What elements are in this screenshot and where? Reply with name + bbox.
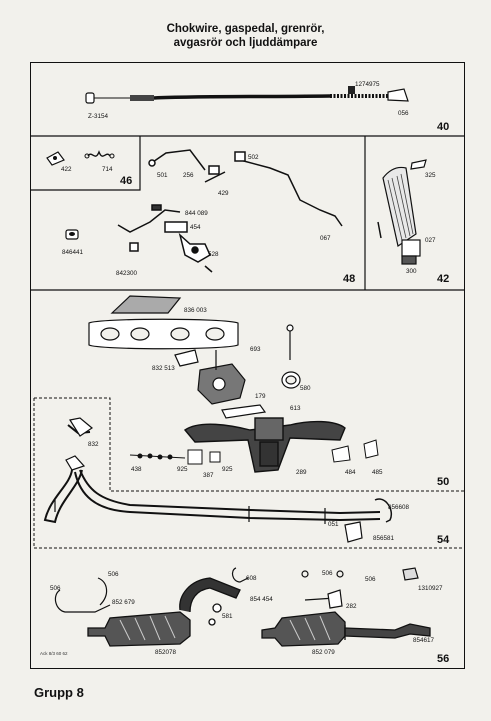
label-854454: 854 454 xyxy=(250,596,273,603)
clip-part-422 xyxy=(46,151,65,166)
label-836003: 836 003 xyxy=(184,307,207,314)
front-muffler xyxy=(87,577,241,647)
label-832: 832 xyxy=(88,441,99,448)
section-56: 56 xyxy=(437,653,449,665)
label-387: 387 xyxy=(203,472,214,479)
label-844089: 844 089 xyxy=(185,210,208,217)
label-179: 179 xyxy=(255,393,266,400)
label-501: 501 xyxy=(157,172,168,179)
exhaust-pipe xyxy=(43,417,392,543)
label-027: 027 xyxy=(425,237,436,244)
label-693: 693 xyxy=(250,346,261,353)
heat-riser-chain xyxy=(129,439,379,465)
section-40: 40 xyxy=(437,121,449,133)
label-422: 422 xyxy=(61,166,72,173)
section-50: 50 xyxy=(437,476,449,488)
page-title: Chokwire, gaspedal, grenrör, avgasrör oc… xyxy=(0,22,491,50)
label-856581: 856581 xyxy=(373,535,395,542)
title-line-2: avgasrör och ljuddämpare xyxy=(173,37,318,49)
label-1274975: 1274975 xyxy=(355,81,380,88)
label-856608: 856608 xyxy=(388,504,410,511)
section-48: 48 xyxy=(343,273,355,285)
label-842300: 842300 xyxy=(116,270,138,277)
label-608: 608 xyxy=(246,575,257,582)
label-1310927: 1310927 xyxy=(418,585,443,592)
label-485: 485 xyxy=(372,469,383,476)
label-714: 714 xyxy=(102,166,113,173)
label-282: 282 xyxy=(346,603,357,610)
hanger-straps xyxy=(54,567,419,613)
diagram-frame xyxy=(30,62,465,669)
label-581: 581 xyxy=(222,613,233,620)
label-z3154: Z-3154 xyxy=(88,113,108,120)
part-labels: 1274975 Z-3154 056 422 714 501 256 502 4… xyxy=(50,81,443,656)
section-54: 54 xyxy=(437,534,450,546)
label-051: 051 xyxy=(328,521,339,528)
label-854617: 854617 xyxy=(413,637,435,644)
label-832513: 832 513 xyxy=(152,365,175,372)
section-dividers xyxy=(30,135,465,291)
label-325: 325 xyxy=(425,172,436,179)
label-502: 502 xyxy=(248,154,259,161)
section-46: 46 xyxy=(120,175,132,187)
label-506-b: 506 xyxy=(108,571,119,578)
section-numbers: 40 46 48 42 50 54 56 xyxy=(120,121,450,665)
label-056: 056 xyxy=(398,110,409,117)
group-footer: Grupp 8 xyxy=(34,685,84,700)
section-42: 42 xyxy=(437,273,449,285)
title-line-1: Chokwire, gaspedal, grenrör, xyxy=(166,23,325,35)
label-852079: 852 079 xyxy=(312,649,335,656)
label-506-d: 506 xyxy=(365,576,376,583)
grommet-846441 xyxy=(65,229,79,240)
choke-cable xyxy=(85,86,409,104)
print-note: Ack 8/3 60 62 xyxy=(40,651,68,656)
label-289: 289 xyxy=(296,469,307,476)
spring-part-714 xyxy=(84,150,115,159)
label-925-a: 925 xyxy=(177,466,188,473)
label-852679: 852 679 xyxy=(112,599,135,606)
label-852078: 852078 xyxy=(155,649,177,656)
label-429: 429 xyxy=(218,190,229,197)
label-300: 300 xyxy=(406,268,417,275)
label-454: 454 xyxy=(190,224,201,231)
throttle-linkage xyxy=(117,149,343,273)
label-438: 438 xyxy=(131,466,142,473)
label-484: 484 xyxy=(345,469,356,476)
label-506-a: 506 xyxy=(50,585,61,592)
label-613: 613 xyxy=(290,405,301,412)
label-925-b: 925 xyxy=(222,466,233,473)
label-528: 528 xyxy=(208,251,219,258)
exhaust-manifold xyxy=(183,417,346,473)
intake-manifold xyxy=(174,324,301,419)
label-256: 256 xyxy=(183,172,194,179)
rear-muffler xyxy=(261,611,431,647)
label-506-c: 506 xyxy=(322,570,333,577)
dashed-dividers xyxy=(33,397,465,549)
label-067: 067 xyxy=(320,235,331,242)
label-846441: 846441 xyxy=(62,249,84,256)
label-580: 580 xyxy=(300,385,311,392)
gas-pedal xyxy=(377,159,427,265)
manifold-gasket xyxy=(88,295,239,350)
